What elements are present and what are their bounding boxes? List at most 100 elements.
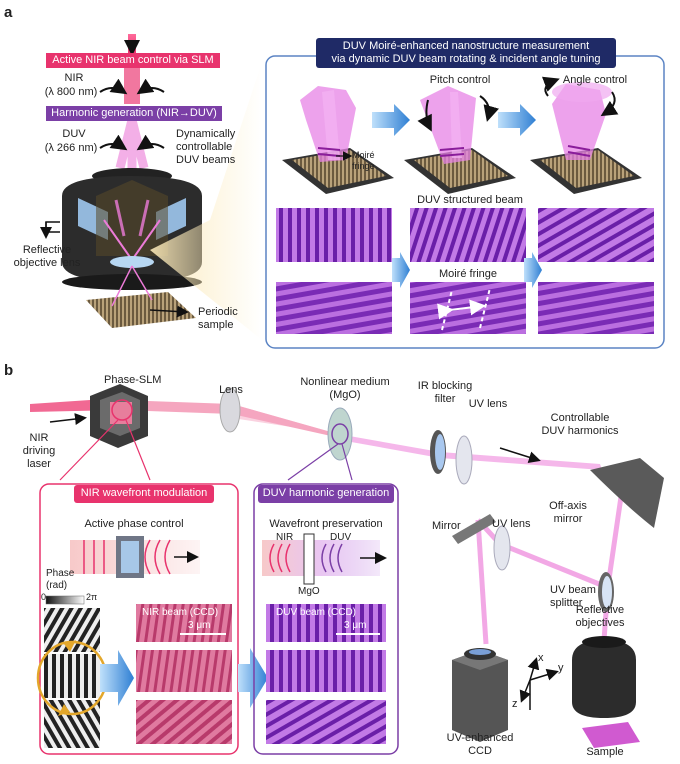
harmonics-line1: Controllable xyxy=(550,412,610,424)
harmonics-line2: DUV harmonics xyxy=(541,425,619,437)
active-phase-label: Active phase control xyxy=(84,518,184,530)
phase-slm-device xyxy=(90,384,148,448)
mirror xyxy=(452,514,496,544)
phase-scale-max: 2π xyxy=(86,592,98,602)
duv-wavefronts xyxy=(269,543,343,573)
objective-pointer xyxy=(40,221,60,239)
nir-ccd-image-2 xyxy=(136,650,232,692)
objective-label-line2: objective lens xyxy=(13,257,81,269)
moire-fringe-image-1 xyxy=(276,282,392,334)
phase-colorbar xyxy=(45,595,85,605)
rotation-arrows-nir xyxy=(99,78,165,151)
structured-beam-label: DUV structured beam xyxy=(417,194,523,206)
nir-connector xyxy=(59,419,151,481)
nonlinear-line2: (MgO) xyxy=(329,389,361,401)
sample-label-line2: sample xyxy=(198,319,234,331)
duv-wavelength: (λ 266 nm) xyxy=(44,142,98,154)
duv-beam-label: DUV beam (CCD) xyxy=(276,607,357,618)
schematic-angle xyxy=(530,76,642,194)
nir-beam-label: NIR beam (CCD) xyxy=(142,607,219,618)
flow-arrow-4 xyxy=(524,252,542,288)
objective-label-line1: Reflective xyxy=(22,244,72,256)
nir-scale-label: 3 μm xyxy=(188,620,211,631)
nir-box-header: NIR wavefront modulation xyxy=(74,485,214,503)
duv-ccd-image-2 xyxy=(266,650,386,692)
duv-box-duv-label: DUV xyxy=(330,532,352,543)
moire-fringe-small-line2: fringe xyxy=(352,161,375,171)
flow-arrow-3 xyxy=(392,252,410,288)
mirror-label: Mirror xyxy=(432,520,461,532)
schematic-initial xyxy=(282,86,394,194)
nonlinear-line1: Nonlinear medium xyxy=(300,376,390,388)
slm-pattern-2 xyxy=(44,654,100,698)
sample-pointer xyxy=(149,305,189,318)
nir-box xyxy=(39,483,239,755)
zoom-fan xyxy=(150,62,262,340)
sample-b-label: Sample xyxy=(586,746,624,758)
phase-control-wavefronts xyxy=(83,539,171,575)
moire-header: DUV Moiré-enhanced nanostructure measure… xyxy=(316,38,616,68)
uv-lens-mid xyxy=(493,525,511,571)
uv-lens-top-label: UV lens xyxy=(468,398,508,410)
rotation-arrowhead-1 xyxy=(64,640,76,652)
uv-lens-mid-label: UV lens xyxy=(492,518,531,530)
splitter-line1: UV beam xyxy=(550,584,596,596)
objectives-line2: objectives xyxy=(575,617,625,629)
nir-wavelength: (λ 800 nm) xyxy=(44,86,98,98)
moire-fringe-image-3 xyxy=(538,282,654,334)
moire-fringe-small-line1: Moiré xyxy=(352,150,375,160)
between-boxes-arrow xyxy=(238,648,268,708)
moire-header-line1: DUV Moiré-enhanced nanostructure measure… xyxy=(342,40,590,52)
structured-beam-image-3 xyxy=(538,208,654,262)
mgo-crystal xyxy=(303,533,315,585)
reflective-objectives xyxy=(572,636,640,748)
mgo-label: MgO xyxy=(298,586,320,597)
nir-big-arrow xyxy=(100,650,134,706)
flow-arrow-1 xyxy=(372,104,410,136)
nir-ccd-image-1 xyxy=(136,604,232,642)
uv-enhanced-ccd xyxy=(452,648,508,742)
nir-laser-line1: NIR xyxy=(29,432,49,444)
axis-y-label: y xyxy=(558,662,564,674)
moire-header-line2: via dynamic DUV beam rotating & incident… xyxy=(331,53,601,66)
moire-fringe-label: Moiré fringe xyxy=(438,268,498,280)
rotation-arrowhead-2 xyxy=(58,704,70,716)
duv-beams-line1: Dynamically xyxy=(176,128,236,140)
harmonics-pointer xyxy=(499,447,541,464)
objective-pointer-arrow xyxy=(45,222,60,233)
ccd-line2: CCD xyxy=(468,745,492,757)
lens-label: Lens xyxy=(219,384,243,396)
slm-chip-icon xyxy=(116,536,144,578)
uv-beam-splitter xyxy=(598,572,614,612)
duv-beams-line3: DUV beams xyxy=(176,154,236,166)
harmonic-generation-label: Harmonic generation (NIR→DUV) xyxy=(46,106,222,121)
phase-line2: (rad) xyxy=(46,580,68,591)
ir-filter-line1: IR blocking xyxy=(417,380,473,392)
wavefront-label: Wavefront preservation xyxy=(269,518,383,530)
nir-laser-pointer xyxy=(49,413,87,426)
periodic-sample-illustration xyxy=(86,265,196,328)
ir-blocking-filter xyxy=(430,430,446,474)
nir-title: NIR xyxy=(64,72,84,84)
duv-title: DUV xyxy=(62,128,86,140)
coordinate-axes xyxy=(519,657,559,710)
nir-ccd-image-3 xyxy=(136,700,232,744)
off-axis-line2: mirror xyxy=(553,513,583,525)
lens xyxy=(219,387,241,433)
phase-scale-min: 0 xyxy=(41,592,47,602)
schematic-pitch xyxy=(404,86,516,194)
ir-filter-line2: filter xyxy=(434,393,456,405)
axis-x-label: x xyxy=(538,652,544,664)
duv-scale-label: 3 μm xyxy=(344,620,367,631)
objectives-line1: Reflective xyxy=(575,604,625,616)
angle-control-label: Angle control xyxy=(562,74,628,86)
flow-arrow-2 xyxy=(498,104,536,136)
ccd-line1: UV-enhanced xyxy=(446,732,514,744)
phase-line1: Phase xyxy=(46,568,75,579)
nonlinear-highlight xyxy=(331,423,349,445)
pitch-control-label: Pitch control xyxy=(429,74,491,86)
duv-ccd-image-3 xyxy=(266,700,386,744)
uv-lens-top xyxy=(455,435,473,485)
moire-period-marker xyxy=(437,287,491,331)
duv-beams-line2: controllable xyxy=(176,141,233,153)
